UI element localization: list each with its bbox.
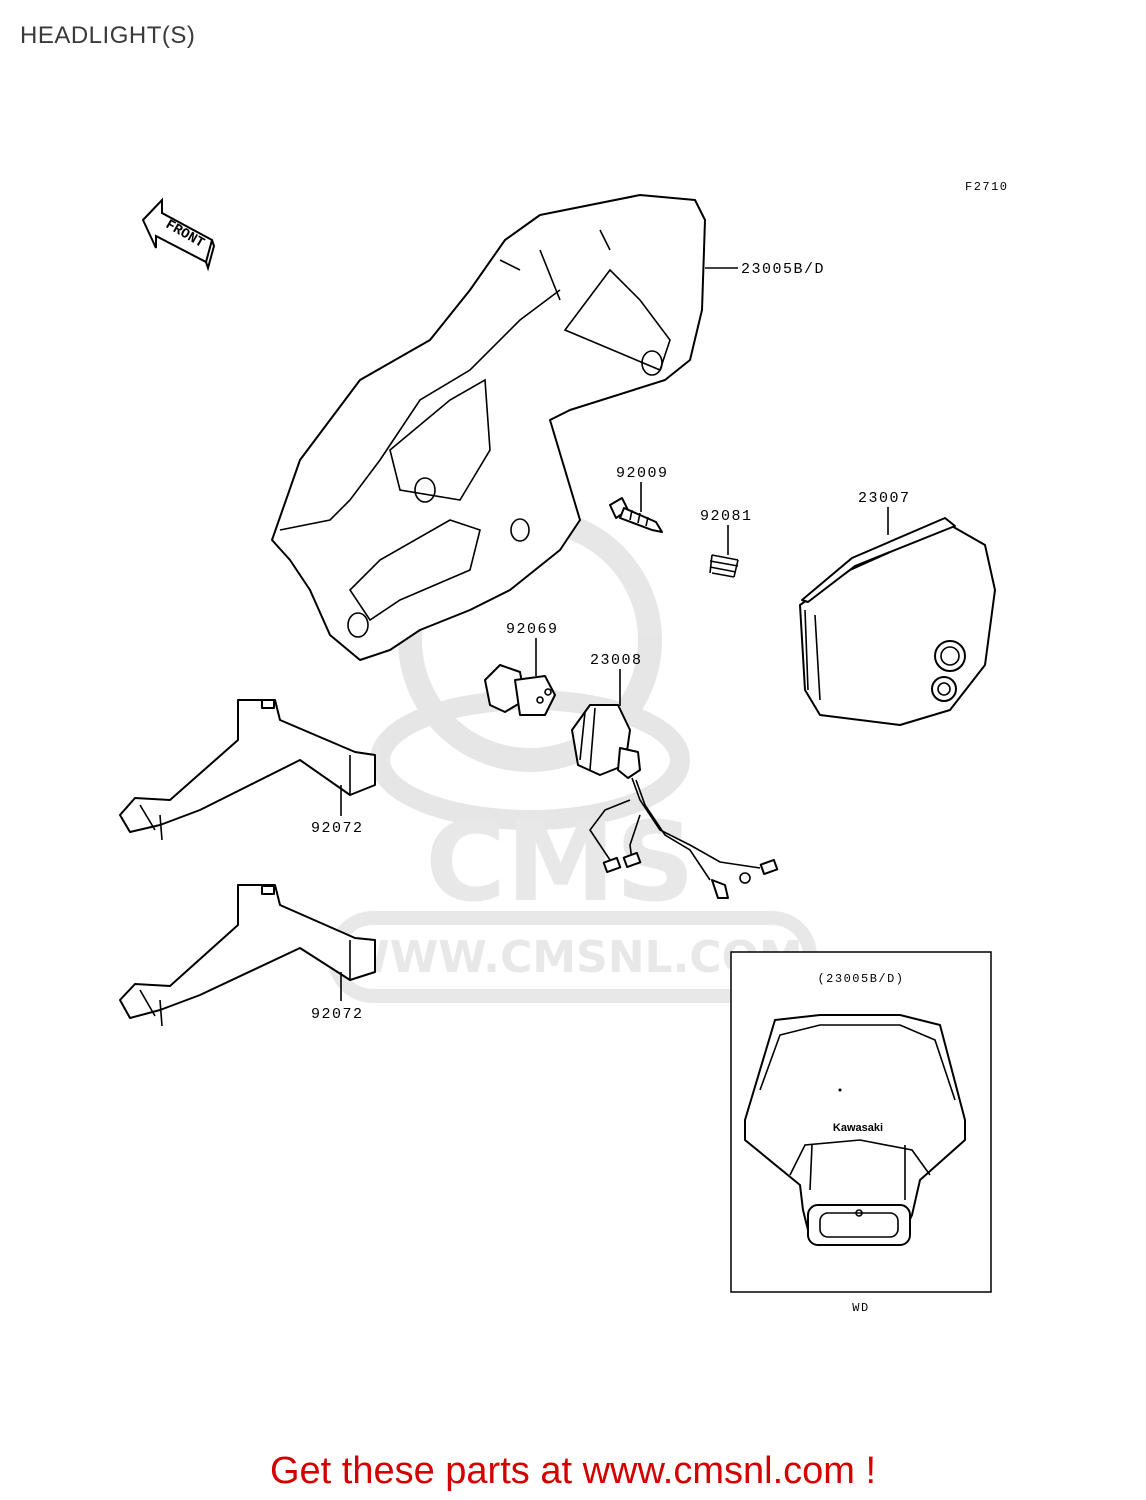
headlight-unit [799,517,996,726]
cta-link[interactable]: Get these parts at www.cmsnl.com ! [269,1450,877,1492]
bulb-icon [484,664,556,716]
label-bulb: 92069 [506,621,559,638]
band-upper [119,699,376,841]
figure-code: F2710 [965,180,1009,194]
label-socket: 23008 [590,652,643,669]
band-lower [119,884,376,1027]
label-screw: 92009 [616,465,669,482]
label-band-lower: 92072 [311,1006,364,1023]
label-headlight-cover: 23005B/D [741,261,825,278]
watermark-logo-text: CMS [425,798,694,926]
inset-brand-logo: Kawasaki [833,1122,883,1134]
front-arrow-icon: FRONT [141,197,216,272]
label-band-upper: 92072 [311,820,364,837]
watermark-url: WWW.CMSNL.COM [341,932,803,983]
screw-icon [609,497,663,533]
spring-icon [709,554,739,578]
inset-title: (23005B/D) [817,972,904,986]
inset-model-label: WD [852,1301,869,1315]
label-headlight-unit: 23007 [858,490,911,507]
socket-harness [571,704,779,899]
inset-panel: (23005B/D) Kawasaki [730,951,992,1293]
label-spring: 92081 [700,508,753,525]
page-title: HEADLIGHT(S) [20,22,196,49]
headlight-cover [271,194,706,661]
